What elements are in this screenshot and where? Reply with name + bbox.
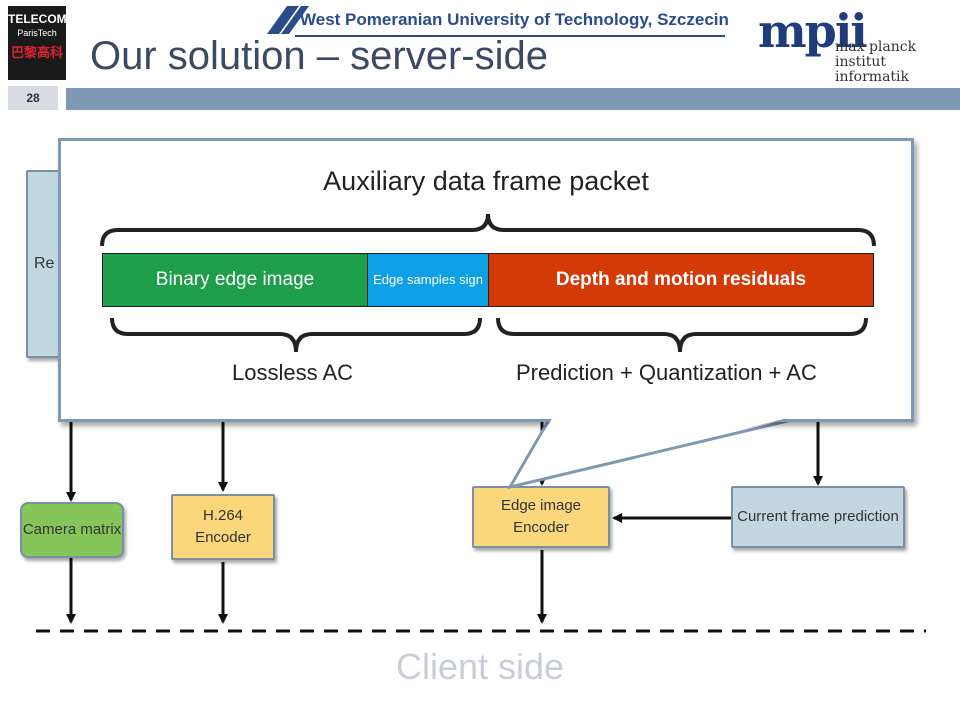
current-frame-prediction-box: Current frame prediction <box>731 486 905 548</box>
mpi-logo-text: max planck institut informatik <box>835 40 960 85</box>
prediction-brace-icon <box>496 317 868 353</box>
edge-image-encoder-label: Edge image Encoder <box>500 497 582 536</box>
h264-encoder-box: H.264 Encoder <box>171 494 275 560</box>
prediction-caption: Prediction + Quantization + AC <box>516 360 817 385</box>
mpi-logo-line1: max planck institut <box>835 39 917 70</box>
telecom-paristech-logo: TELECOM ParisTech 巴黎高科 <box>8 6 67 80</box>
segment-binary-edge-image: Binary edge image <box>102 253 368 307</box>
h264-encoder-label: H.264 Encoder <box>195 507 251 546</box>
lossless-ac-caption: Lossless AC <box>232 360 354 385</box>
segment-edge-sign-label: Edge samples sign <box>373 272 483 287</box>
header-bar <box>66 88 960 110</box>
segment-edge-samples-sign: Edge samples sign <box>367 253 489 307</box>
slide-title: Our solution – server-side <box>90 34 548 78</box>
edge-image-encoder-box: Edge image Encoder <box>472 486 610 548</box>
current-frame-prediction-label: Current frame prediction <box>737 508 899 525</box>
segment-depth-motion-residuals: Depth and motion residuals <box>488 253 874 307</box>
segment-binary-label: Binary edge image <box>155 269 315 290</box>
left-partial-box-label: Re <box>34 255 55 272</box>
mpi-logo-mark: mpii <box>758 4 868 58</box>
wput-logo-text: West Pomeranian University of Technology… <box>300 10 729 29</box>
telecom-logo-line2: ParisTech <box>17 28 57 38</box>
lossless-brace-icon <box>110 317 482 353</box>
wput-logo-icon <box>267 6 725 37</box>
client-side-label: Client side <box>395 646 565 687</box>
telecom-logo-line3: 巴黎高科 <box>10 45 63 60</box>
mpi-logo-line2: informatik <box>835 69 910 85</box>
segment-depth-label: Depth and motion residuals <box>555 269 807 290</box>
camera-matrix-box: Camera matrix <box>20 502 124 558</box>
callout-title: Auxiliary data frame packet <box>323 166 649 196</box>
top-brace-icon <box>100 213 876 247</box>
slide-number: 28 <box>8 86 58 110</box>
camera-matrix-label: Camera matrix <box>22 521 122 538</box>
telecom-logo-line1: TELECOM <box>8 12 67 26</box>
